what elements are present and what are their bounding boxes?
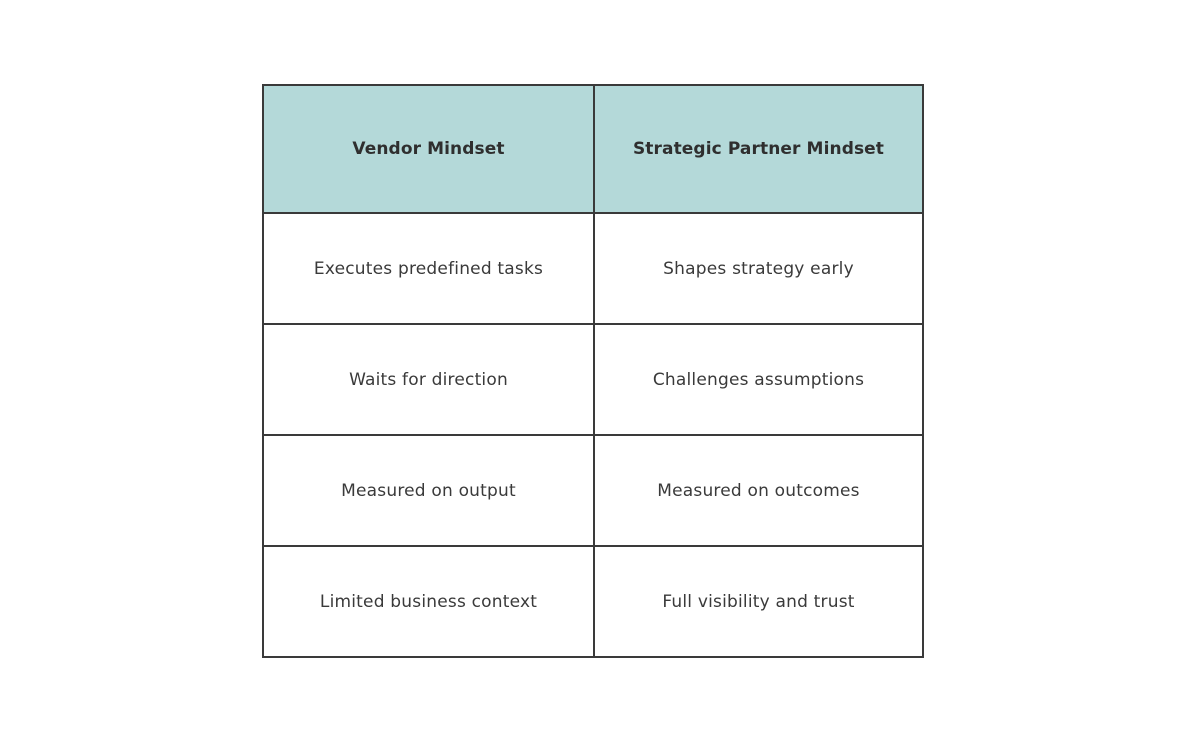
- header-strategic-partner-mindset: Strategic Partner Mindset: [593, 84, 924, 214]
- partner-cell: Shapes strategy early: [593, 212, 924, 325]
- table-header: Vendor Mindset Strategic Partner Mindset: [262, 84, 924, 214]
- vendor-cell: Measured on output: [262, 434, 595, 547]
- partner-cell: Challenges assumptions: [593, 323, 924, 436]
- partner-cell: Measured on outcomes: [593, 434, 924, 547]
- table-row: Waits for direction Challenges assumptio…: [262, 323, 924, 436]
- table-row: Measured on output Measured on outcomes: [262, 434, 924, 547]
- partner-cell: Full visibility and trust: [593, 545, 924, 658]
- mindset-comparison-table: Vendor Mindset Strategic Partner Mindset…: [262, 84, 924, 658]
- table-body: Executes predefined tasks Shapes strateg…: [262, 212, 924, 658]
- vendor-cell: Executes predefined tasks: [262, 212, 595, 325]
- table-row: Limited business context Full visibility…: [262, 545, 924, 658]
- vendor-cell: Limited business context: [262, 545, 595, 658]
- table-row: Executes predefined tasks Shapes strateg…: [262, 212, 924, 325]
- header-vendor-mindset: Vendor Mindset: [262, 84, 595, 214]
- vendor-cell: Waits for direction: [262, 323, 595, 436]
- header-row: Vendor Mindset Strategic Partner Mindset: [262, 84, 924, 214]
